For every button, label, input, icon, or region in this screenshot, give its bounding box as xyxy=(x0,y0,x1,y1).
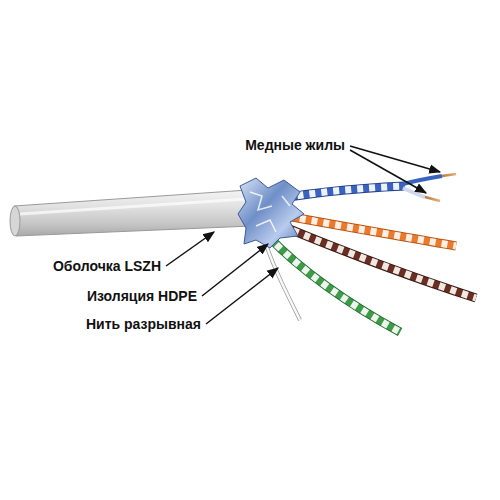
jacket-highlight xyxy=(20,199,246,214)
part-label: Оболочка LSZH xyxy=(53,258,161,275)
leader-arrow xyxy=(350,146,440,172)
leader-arrow xyxy=(350,150,426,193)
leader-arrow xyxy=(206,268,278,324)
copper-core xyxy=(425,197,440,201)
foil-creases xyxy=(250,192,290,232)
copper-core xyxy=(442,174,456,176)
part-label: Изоляция HDPE xyxy=(87,288,197,305)
orange-pair-stripe xyxy=(276,214,456,246)
orange-pair-outline xyxy=(276,214,456,246)
cable-jacket xyxy=(14,190,252,236)
part-label: Нить разрывная xyxy=(86,316,201,333)
part-label: Медные жилы xyxy=(245,137,345,154)
orange-pair xyxy=(276,214,456,246)
leader-arrow xyxy=(166,232,214,266)
white-blue-conductor xyxy=(403,188,425,197)
leader-arrow xyxy=(202,244,268,296)
foil-shield xyxy=(238,178,304,248)
jacket-end xyxy=(10,206,20,236)
